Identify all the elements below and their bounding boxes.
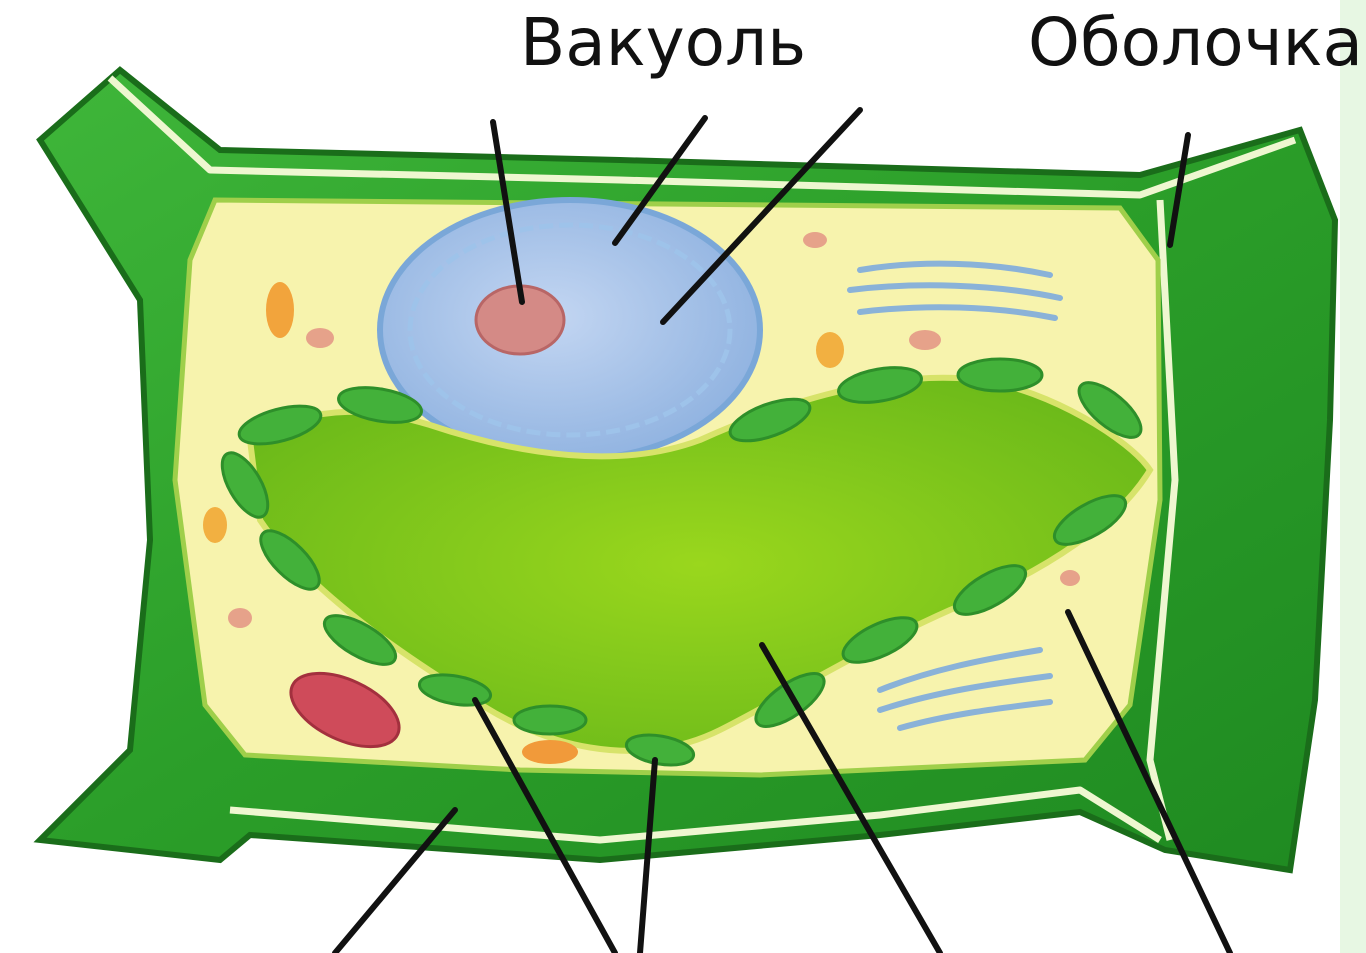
label-vacuole: Вакуоль <box>520 10 806 76</box>
pink-granule <box>803 232 827 248</box>
orange-granule <box>522 740 578 764</box>
pink-granule <box>306 328 334 348</box>
nucleus-envelope <box>380 200 760 460</box>
nucleus <box>380 200 760 460</box>
label-shell: Оболочка <box>1028 10 1363 76</box>
pink-granule <box>228 608 252 628</box>
orange-granule <box>816 332 844 368</box>
pink-granule <box>909 330 941 350</box>
orange-granule <box>203 507 227 543</box>
orange-granule <box>266 282 294 338</box>
chloroplast <box>514 706 586 734</box>
pink-granule <box>1060 570 1080 586</box>
chloroplast <box>958 359 1042 391</box>
